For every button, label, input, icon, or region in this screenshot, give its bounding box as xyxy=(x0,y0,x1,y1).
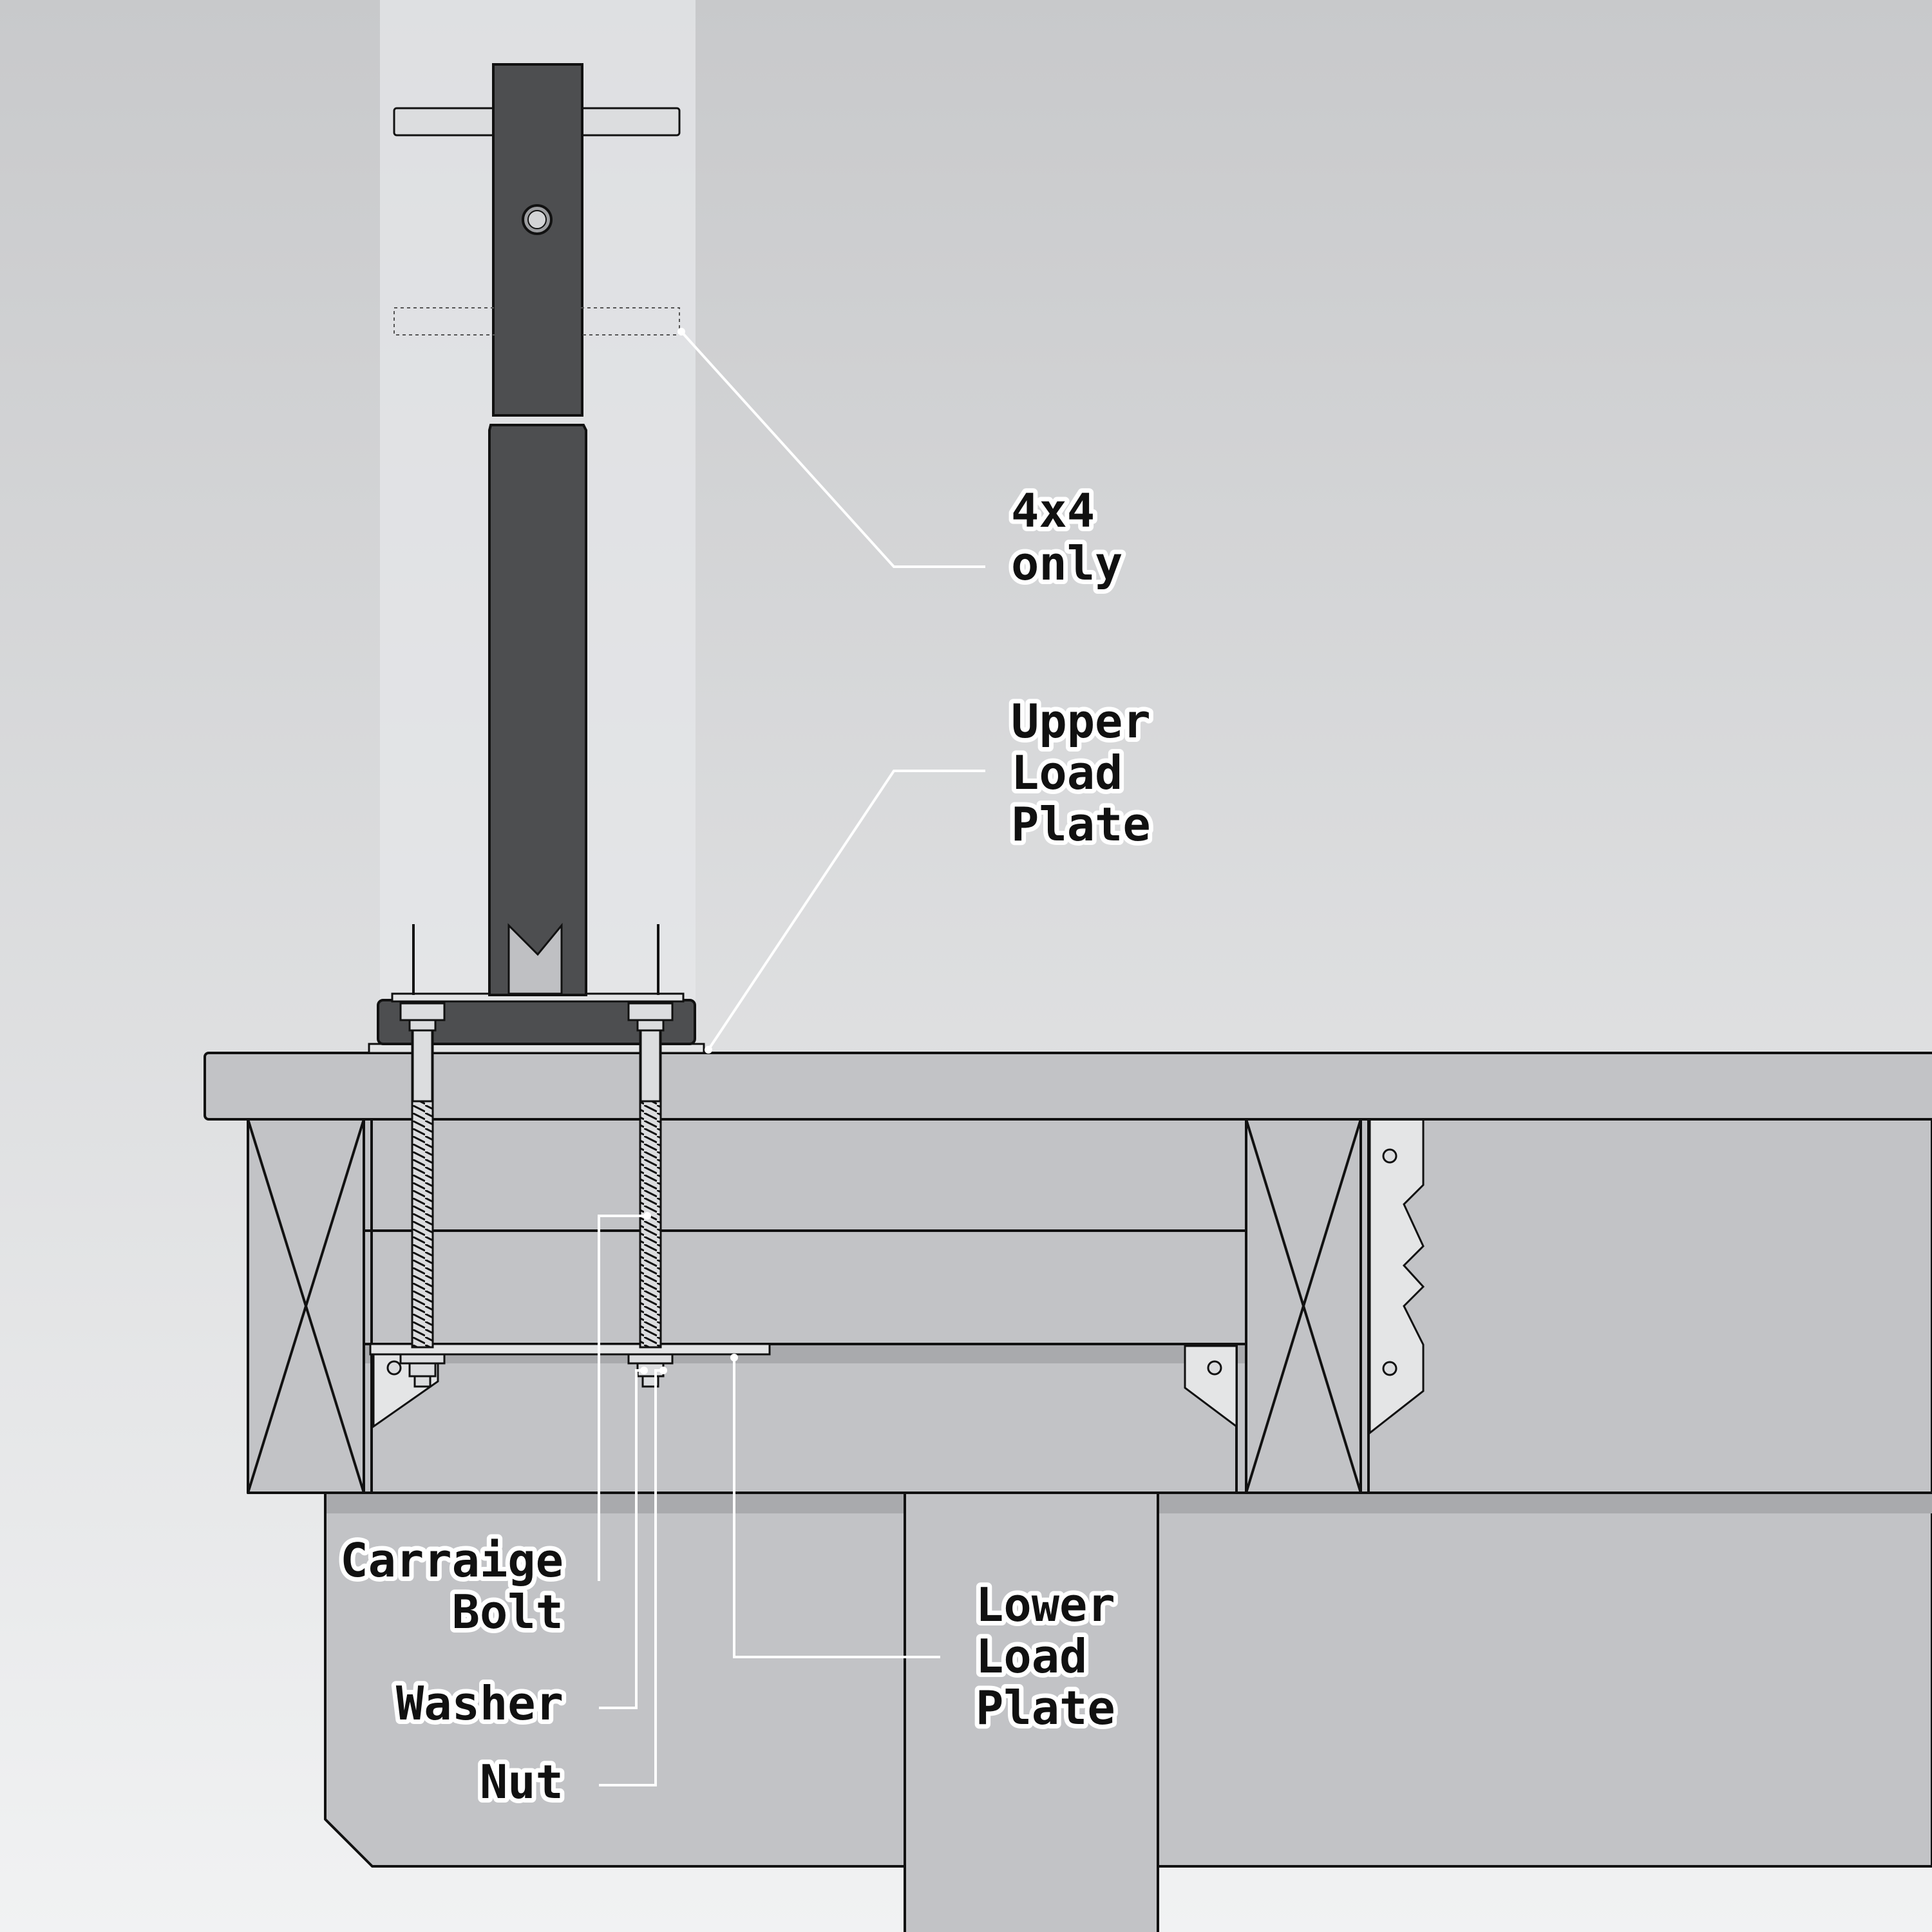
label-lower-load-plate: Lower Load Plate xyxy=(971,1573,1120,1739)
svg-text:Washer: Washer xyxy=(396,1676,564,1730)
label-post-size: 4x4 only xyxy=(1007,479,1127,595)
svg-text:4x4: 4x4 xyxy=(1011,484,1095,538)
label-washer: Washer xyxy=(392,1672,568,1735)
post-v-notch xyxy=(507,922,563,995)
svg-text:Lower: Lower xyxy=(976,1578,1115,1632)
post-tube-lower xyxy=(488,424,587,996)
svg-text:Carraige: Carraige xyxy=(340,1533,564,1587)
post-tube-front xyxy=(492,63,583,417)
joist-middle xyxy=(363,1229,1247,1345)
deck-board xyxy=(204,1052,1932,1121)
right-angle-bracket xyxy=(1184,1345,1238,1428)
svg-text:Plate: Plate xyxy=(1011,797,1151,851)
svg-text:Bolt: Bolt xyxy=(452,1585,564,1639)
svg-text:only: only xyxy=(1011,536,1122,591)
svg-text:Load: Load xyxy=(1011,746,1122,800)
svg-text:Load: Load xyxy=(976,1629,1087,1683)
label-upper-load-plate: Upper Load Plate xyxy=(1007,690,1155,856)
leader-lines xyxy=(598,328,985,1786)
label-nut: Nut xyxy=(475,1750,568,1814)
support-post xyxy=(904,1492,1159,1932)
post-tube-over-outline xyxy=(495,303,581,341)
svg-text:Upper: Upper xyxy=(1011,694,1151,748)
joist-upper xyxy=(363,1118,1247,1232)
svg-text:Nut: Nut xyxy=(480,1755,564,1809)
joist-hanger xyxy=(1368,1118,1425,1435)
lower-load-plate xyxy=(369,1343,771,1356)
right-carriage-bolt xyxy=(627,1002,674,1388)
label-carriage-bolt: Carraige Bolt xyxy=(336,1529,568,1643)
left-carriage-bolt xyxy=(399,1002,446,1388)
svg-text:Plate: Plate xyxy=(976,1681,1115,1735)
